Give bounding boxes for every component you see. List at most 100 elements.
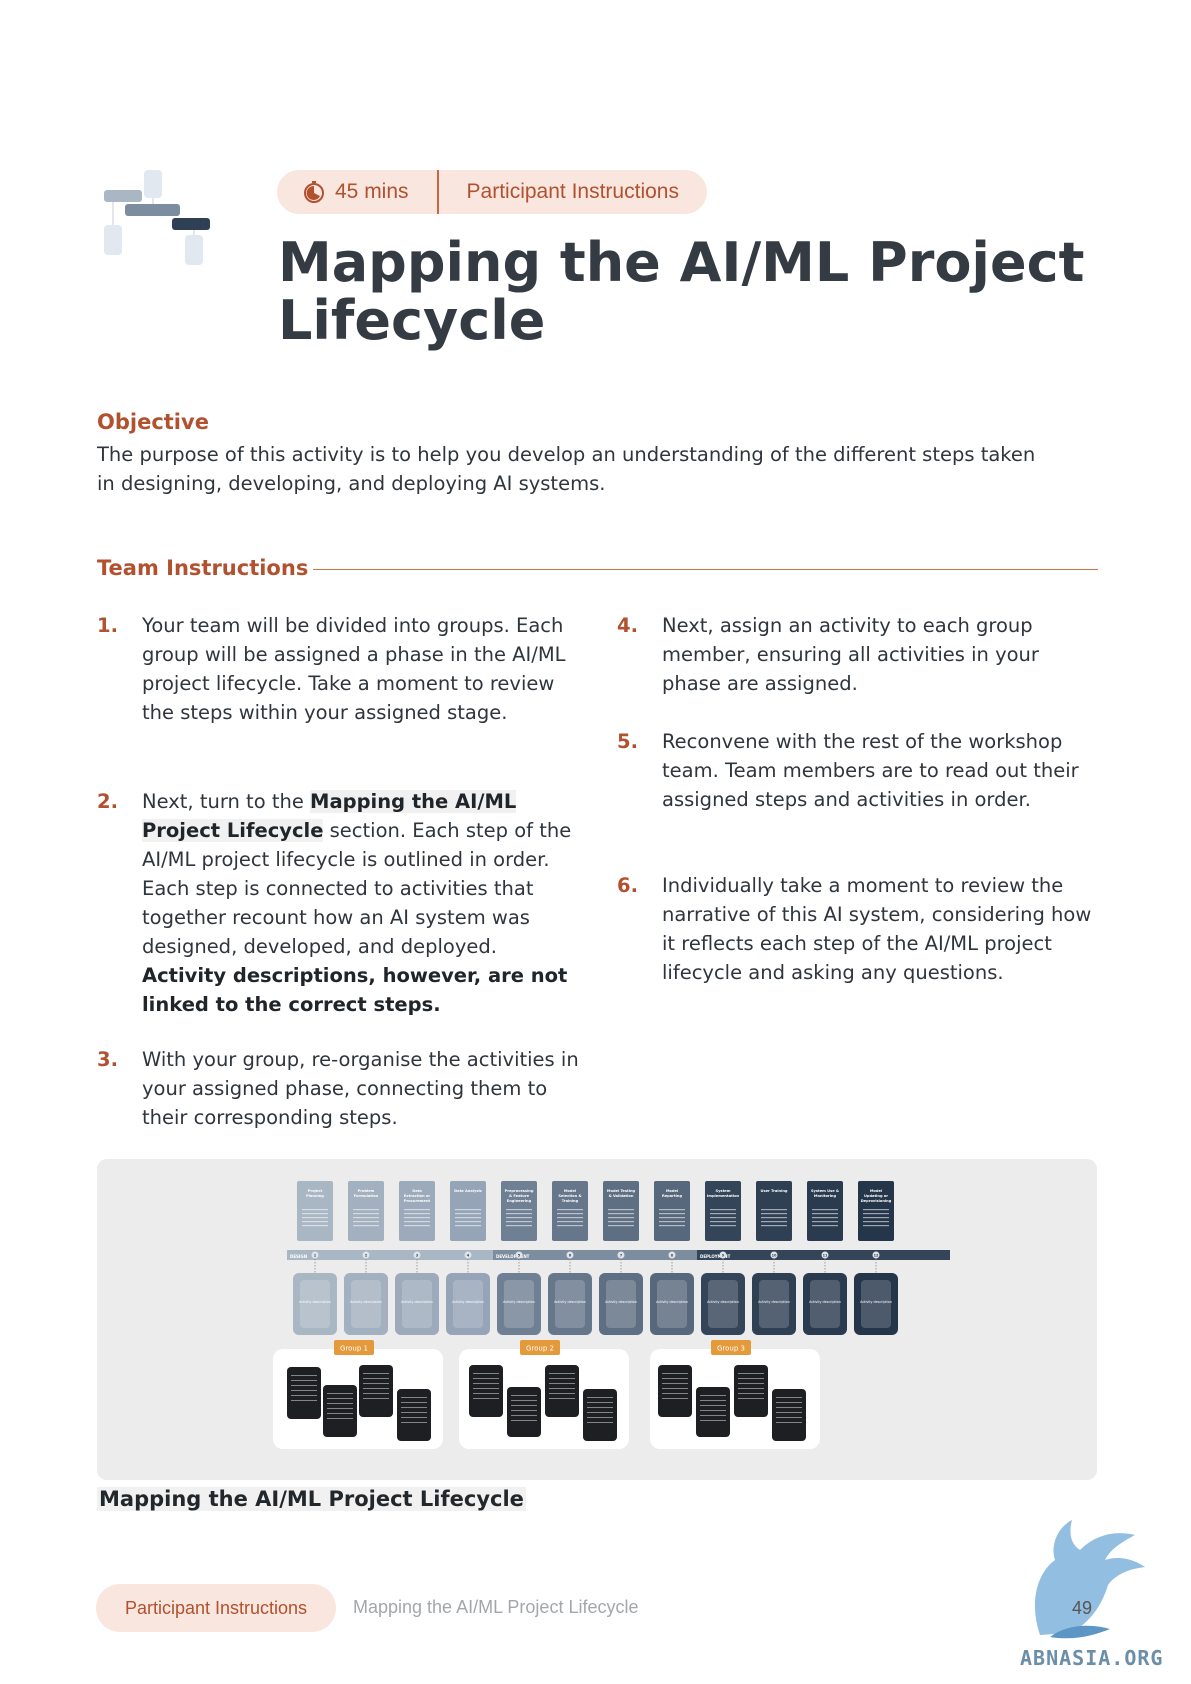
stage-title: Preprocessing	[505, 1189, 534, 1193]
activity-card	[583, 1389, 617, 1441]
activity-slot	[650, 1273, 694, 1335]
stage-text-line	[404, 1217, 430, 1219]
objective-heading: Objective	[97, 410, 209, 434]
stage-text-line	[608, 1221, 634, 1223]
activity-card-line	[363, 1373, 389, 1374]
activity-card-line	[700, 1410, 726, 1411]
activity-card-line	[549, 1388, 575, 1389]
stage-text-line	[506, 1209, 532, 1211]
stage-text-line	[863, 1213, 889, 1215]
activity-slot-inner	[504, 1280, 534, 1328]
group-label: Group 3	[717, 1345, 745, 1353]
activity-card-line	[662, 1388, 688, 1389]
stage-text-line	[710, 1225, 736, 1227]
activity-card-line	[401, 1412, 427, 1413]
stage-text-line	[302, 1213, 328, 1215]
activity-card-line	[587, 1417, 613, 1418]
step-marker	[515, 1251, 523, 1259]
stage-text-line	[710, 1217, 736, 1219]
step-marker	[770, 1251, 778, 1259]
activity-card-line	[700, 1420, 726, 1421]
stage-text-line	[608, 1209, 634, 1211]
stage-text-line	[608, 1213, 634, 1215]
stage-text-line	[302, 1217, 328, 1219]
stage-text-line	[710, 1213, 736, 1215]
activity-card	[397, 1389, 431, 1441]
stage-title: Problem	[358, 1189, 375, 1193]
stage-text-line	[353, 1221, 379, 1223]
activity-card-line	[363, 1398, 389, 1399]
activity-card	[287, 1367, 321, 1419]
heading-rule	[313, 569, 1098, 570]
stage-text-line	[659, 1209, 685, 1211]
phase-label: DEPLOYMENT	[700, 1254, 731, 1259]
stage-text-line	[812, 1209, 838, 1211]
stage-text-line	[404, 1213, 430, 1215]
page-number: 49	[1072, 1598, 1093, 1618]
figure-caption: Mapping the AI/ML Project Lifecycle	[97, 1487, 526, 1511]
activity-slot-inner	[810, 1280, 840, 1328]
activity-card-line	[363, 1383, 389, 1384]
activity-card-line	[587, 1397, 613, 1398]
stage-text-line	[608, 1217, 634, 1219]
activity-card	[772, 1389, 806, 1441]
activity-card-line	[549, 1373, 575, 1374]
stage-title: Data Analysis	[454, 1189, 482, 1193]
activity-card-line	[776, 1402, 802, 1403]
step-text: Individually take a moment to review the…	[662, 874, 1092, 984]
activity-card-line	[549, 1393, 575, 1394]
activity-card-line	[327, 1393, 353, 1394]
activity-slot-inner	[555, 1280, 585, 1328]
step-marker	[617, 1251, 625, 1259]
stage-text-line	[404, 1221, 430, 1223]
group-label: Group 2	[526, 1345, 554, 1353]
step-text: Next, turn to the Mapping the AI/ML Proj…	[142, 787, 582, 1019]
stage-title: User Training	[761, 1189, 788, 1193]
duration-tag: 45 mins	[303, 180, 437, 204]
activity-card-line	[401, 1397, 427, 1398]
duration-text: 45 mins	[335, 180, 409, 203]
activity-slot	[803, 1273, 847, 1335]
step-number: 4	[467, 1254, 470, 1258]
activity-card-line	[662, 1398, 688, 1399]
activity-card-line	[776, 1417, 802, 1418]
stage-text-line	[761, 1209, 787, 1211]
step-marker	[413, 1251, 421, 1259]
step-marker	[668, 1251, 676, 1259]
step-number: 9	[722, 1254, 725, 1258]
step-number: 5	[518, 1254, 521, 1258]
stage-title: Reporting	[662, 1194, 683, 1198]
stage-title: Deprovisioning	[861, 1199, 892, 1203]
activity-slot	[752, 1273, 796, 1335]
activity-card	[469, 1365, 503, 1417]
activity-card-line	[511, 1420, 537, 1421]
activity-card-line	[291, 1400, 317, 1401]
activity-card	[658, 1365, 692, 1417]
stage-title: Formulation	[354, 1194, 379, 1198]
stage-title: Model	[564, 1189, 576, 1193]
stage-text-line	[812, 1217, 838, 1219]
step-text-part: Next, turn to the	[142, 790, 311, 813]
activity-slot	[497, 1273, 541, 1335]
activity-card-line	[662, 1393, 688, 1394]
slot-label: Activity description	[299, 1300, 331, 1304]
activity-card-line	[327, 1398, 353, 1399]
activity-slot-inner	[402, 1280, 432, 1328]
footer-section-tag: Participant Instructions	[96, 1584, 336, 1632]
activity-card-line	[473, 1388, 499, 1389]
stage-text-line	[455, 1213, 481, 1215]
stage-text-line	[659, 1221, 685, 1223]
stage-text-line	[761, 1221, 787, 1223]
activity-card-line	[327, 1413, 353, 1414]
step-number: 1	[314, 1254, 317, 1258]
activity-slot	[293, 1273, 337, 1335]
stage-text-line	[455, 1217, 481, 1219]
step-number: 12	[874, 1254, 879, 1258]
activity-slot	[344, 1273, 388, 1335]
stage-text-line	[863, 1221, 889, 1223]
activity-card-line	[511, 1405, 537, 1406]
activity-card	[359, 1365, 393, 1417]
activity-card-line	[587, 1407, 613, 1408]
stage-text-line	[353, 1217, 379, 1219]
stage-title: Planning	[306, 1194, 324, 1198]
